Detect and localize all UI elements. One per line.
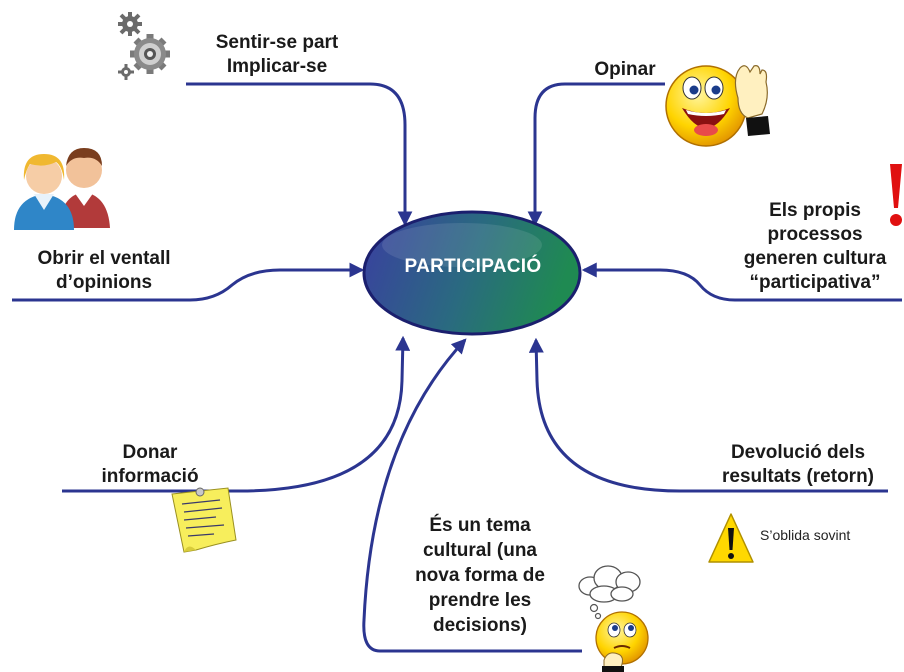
label-obrir: Obrir el ventall d’opinions	[37, 248, 171, 293]
warning-text: S’oblida sovint	[760, 527, 851, 543]
center-ellipse	[362, 210, 582, 336]
gears-icon	[118, 12, 170, 80]
label-tema: És un tema cultural (una nova forma de p…	[415, 515, 545, 636]
label-sentir: Sentir-se part Implicar-se	[215, 32, 339, 77]
label-opinar: Opinar	[594, 59, 656, 80]
connector-donar	[62, 335, 411, 493]
connector-devolucio	[528, 337, 888, 493]
talking-smiley-icon	[665, 65, 770, 147]
label-devolucio: Devolució dels resultats (retorn)	[721, 442, 875, 487]
exclamation-icon	[890, 164, 902, 226]
connector-processos	[581, 262, 902, 302]
center-label: PARTICIPACIÓ	[404, 256, 542, 277]
people-icon	[14, 148, 110, 230]
connector-sentir	[186, 82, 413, 227]
label-donar: Donar informació	[101, 442, 199, 487]
connector-opinar	[527, 82, 665, 227]
label-processos: Els propis processos generen cultura “pa…	[743, 200, 887, 293]
thinking-smiley-icon	[578, 565, 649, 672]
warning-icon	[708, 513, 754, 563]
connector-obrir	[12, 262, 365, 302]
connector-tema	[362, 338, 582, 653]
sticky-note-icon	[171, 487, 237, 553]
